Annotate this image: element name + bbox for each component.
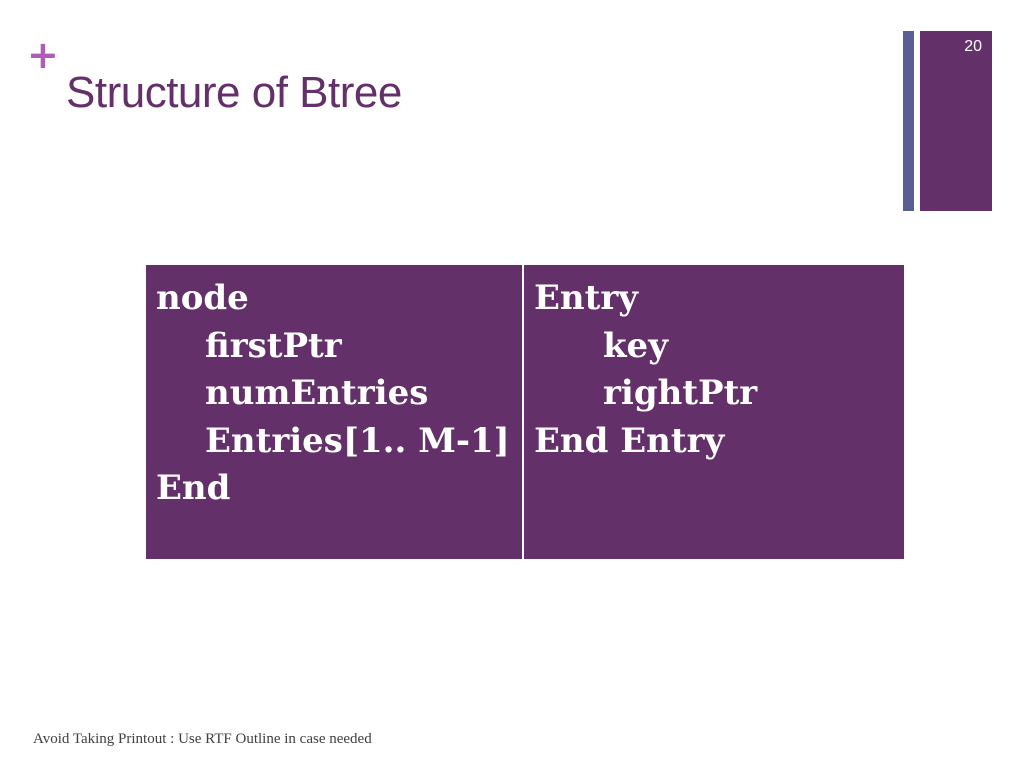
accent-bar-thin bbox=[903, 31, 914, 211]
slide-title: Structure of Btree bbox=[66, 68, 402, 117]
entry-structure-cell: Entry key rightPtr End Entry bbox=[524, 265, 904, 559]
code-line-entries: Entries[1.. M-1] bbox=[205, 420, 510, 461]
code-line-firstptr: firstPtr bbox=[205, 325, 342, 366]
structure-table: node firstPtr numEntries Entries[1.. M-1… bbox=[146, 265, 904, 559]
code-line-rightptr: rightPtr bbox=[603, 373, 758, 413]
code-line-key: key bbox=[603, 325, 668, 366]
code-line-numentries: numEntries bbox=[205, 373, 429, 413]
code-line-node: node bbox=[156, 278, 249, 318]
code-line-end-entry: End Entry bbox=[534, 420, 725, 461]
accent-bar-box bbox=[920, 31, 992, 211]
code-line-end: End bbox=[156, 468, 231, 508]
node-structure-cell: node firstPtr numEntries Entries[1.. M-1… bbox=[146, 265, 524, 559]
plus-icon: + bbox=[27, 33, 59, 77]
slide-footer: Avoid Taking Printout : Use RTF Outline … bbox=[33, 731, 372, 747]
code-line-entry: Entry bbox=[534, 278, 639, 318]
slide-number: 20 bbox=[964, 38, 982, 55]
